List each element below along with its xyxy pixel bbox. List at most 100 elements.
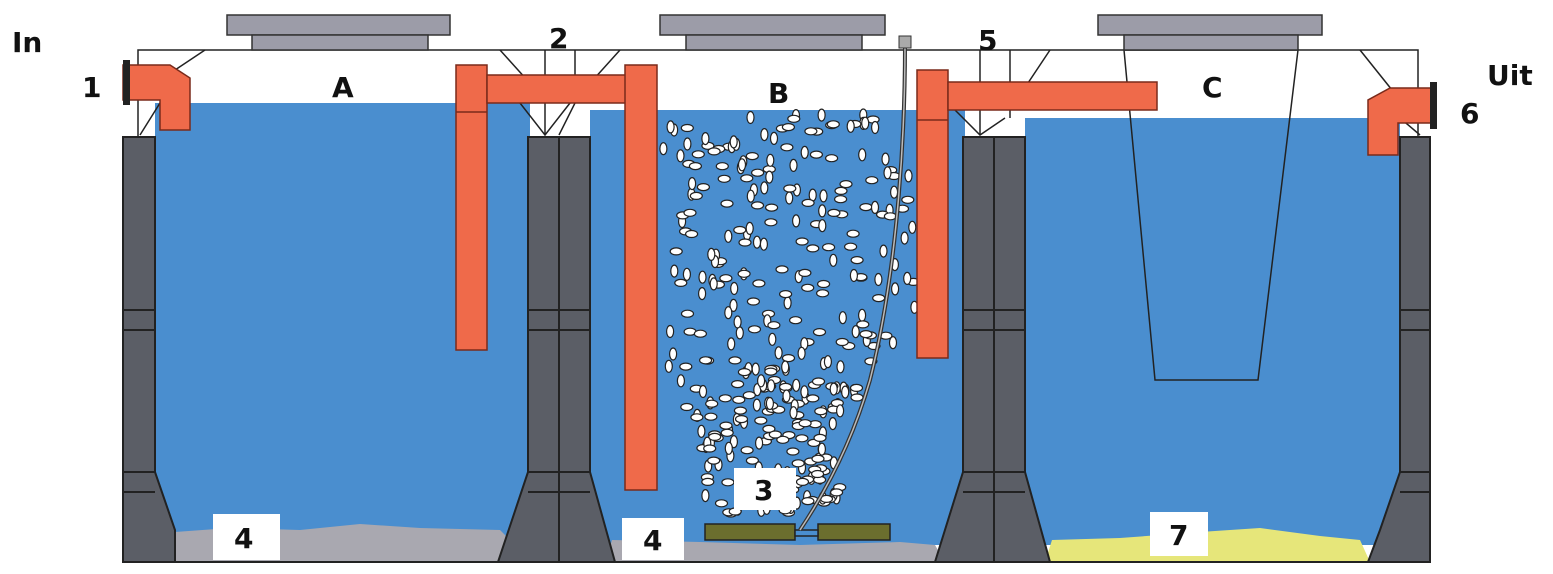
air-bubble bbox=[843, 242, 858, 251]
air-bubble bbox=[730, 380, 745, 389]
air-bubble bbox=[664, 359, 673, 373]
air-bubble bbox=[697, 424, 706, 438]
air-bubble bbox=[798, 268, 812, 277]
air-bubble bbox=[791, 214, 801, 228]
return-pipe bbox=[916, 69, 949, 359]
air-bubble bbox=[849, 383, 864, 392]
air-bubble bbox=[746, 297, 761, 306]
air-bubble bbox=[733, 225, 747, 235]
outlet-pipe bbox=[1367, 87, 1436, 156]
air-bubble bbox=[819, 189, 828, 203]
air-bubble bbox=[800, 385, 809, 399]
air-bubble bbox=[801, 198, 815, 207]
air-bubble bbox=[879, 244, 888, 258]
air-bubble bbox=[767, 321, 781, 330]
return-pipe-horizontal bbox=[947, 81, 1158, 111]
air-bubble bbox=[740, 446, 754, 455]
air-bubble bbox=[778, 290, 793, 299]
air-bubble bbox=[795, 434, 809, 443]
air-bubble bbox=[733, 406, 748, 415]
air-bubble bbox=[693, 329, 708, 338]
transfer-pipe-horizontal bbox=[486, 74, 628, 104]
air-bubble bbox=[828, 417, 837, 431]
air-bubble bbox=[752, 398, 762, 412]
air-bubble bbox=[735, 326, 744, 340]
hose-connector bbox=[898, 35, 912, 49]
air-bubble bbox=[707, 247, 716, 261]
air-bubble bbox=[746, 110, 755, 125]
air-bubble bbox=[682, 267, 692, 281]
air-bubble bbox=[680, 402, 694, 412]
air-bubble bbox=[826, 120, 840, 129]
air-bubble bbox=[746, 189, 755, 203]
air-bubble bbox=[780, 143, 794, 152]
air-bubble bbox=[729, 135, 738, 149]
air-bubble bbox=[666, 120, 675, 134]
air-bubble bbox=[728, 356, 742, 365]
air-bubble bbox=[680, 309, 695, 318]
air-bubble bbox=[750, 168, 765, 177]
air-bubble bbox=[747, 325, 762, 334]
air-bubble bbox=[679, 362, 693, 371]
air-bubble bbox=[883, 212, 898, 221]
air-bubble bbox=[768, 430, 782, 439]
air-bubble bbox=[668, 347, 678, 361]
air-bubble bbox=[708, 432, 722, 441]
air-bubble bbox=[701, 477, 715, 486]
air-bubble bbox=[834, 186, 848, 195]
air-bubble bbox=[737, 269, 751, 278]
air-bubble bbox=[691, 150, 705, 159]
air-bubble bbox=[754, 436, 764, 450]
air-bubble bbox=[818, 219, 827, 233]
label-5: 5 bbox=[978, 24, 997, 57]
labels: In 1 A 2 B 5 C Uit 6 3 4 4 7 bbox=[12, 22, 1533, 560]
air-bubble bbox=[846, 119, 855, 133]
air-bubble bbox=[849, 268, 859, 283]
air-bubble bbox=[792, 378, 801, 392]
air-bubble bbox=[823, 355, 833, 369]
air-bubble bbox=[778, 382, 793, 391]
air-bubble bbox=[701, 489, 710, 503]
air-bubble bbox=[904, 169, 913, 183]
air-bubble bbox=[766, 379, 776, 393]
air-bubble bbox=[751, 362, 760, 376]
air-bubble bbox=[689, 191, 703, 200]
air-bubble bbox=[752, 279, 766, 288]
air-bubble bbox=[759, 237, 769, 251]
air-bubble bbox=[659, 142, 668, 156]
air-bubble bbox=[703, 444, 717, 453]
air-bubble bbox=[738, 238, 752, 247]
air-bubble bbox=[724, 441, 733, 455]
air-bubble bbox=[883, 166, 892, 180]
air-bubble bbox=[806, 244, 820, 253]
air-bubble bbox=[787, 114, 801, 123]
air-bubble bbox=[729, 298, 738, 312]
air-bubble bbox=[707, 456, 721, 465]
air-bubble bbox=[670, 264, 679, 278]
air-bubble bbox=[683, 208, 697, 217]
air-bubble bbox=[745, 456, 760, 465]
air-bubble bbox=[817, 442, 827, 456]
air-bubble bbox=[811, 454, 825, 463]
air-bubble bbox=[737, 158, 747, 172]
air-bubble bbox=[756, 374, 766, 388]
transfer-pipe-down bbox=[455, 64, 488, 351]
transfer-pipe-riser bbox=[624, 64, 658, 491]
air-bubble bbox=[719, 274, 733, 283]
air-bubble bbox=[829, 488, 844, 497]
air-bubble bbox=[824, 154, 839, 163]
air-bubble bbox=[676, 374, 686, 388]
air-bubble bbox=[782, 389, 791, 403]
air-bubble bbox=[889, 185, 899, 199]
air-bubble bbox=[684, 229, 699, 239]
air-bubble bbox=[786, 447, 800, 456]
air-bubble bbox=[720, 199, 734, 208]
air-bubble bbox=[719, 421, 733, 430]
air-bubble bbox=[732, 395, 746, 404]
air-bubble bbox=[676, 149, 685, 163]
air-bubble bbox=[814, 407, 828, 416]
air-bubble bbox=[846, 229, 860, 238]
air-bubble bbox=[766, 153, 775, 167]
air-bubble bbox=[789, 158, 798, 172]
air-bubble bbox=[774, 346, 783, 360]
